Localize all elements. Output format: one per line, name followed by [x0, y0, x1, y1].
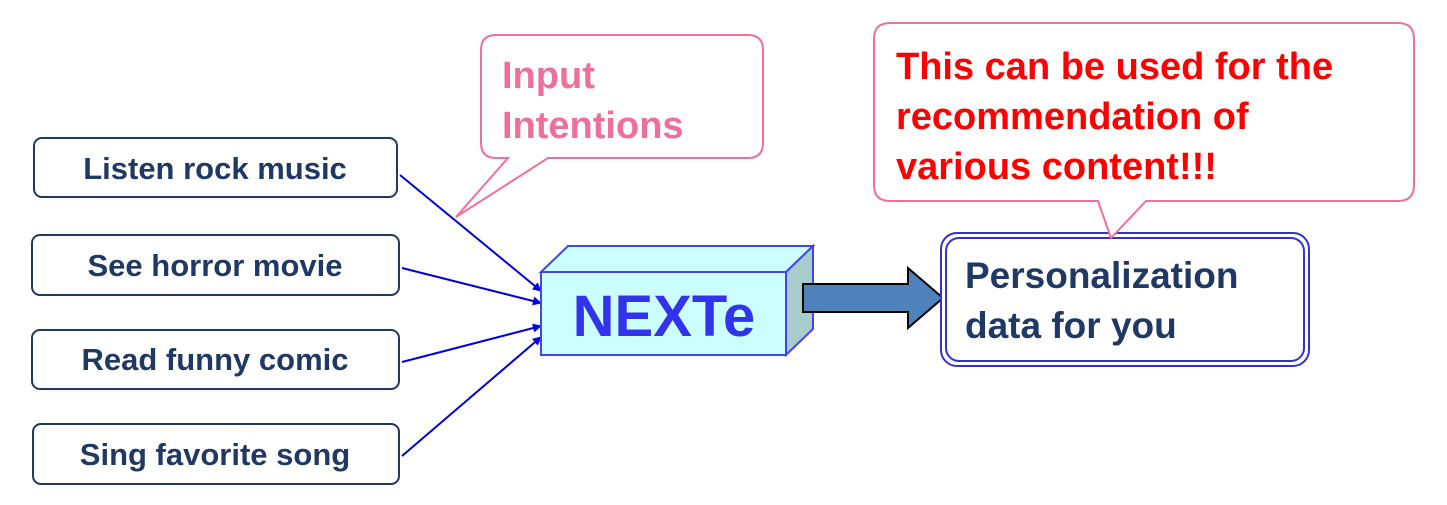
recommendation-callout: This can be used for the recommendation …	[873, 22, 1415, 240]
input-intentions-line-1: Input	[502, 55, 595, 97]
input-intentions-line-2: Intentions	[502, 105, 684, 147]
connector-4	[401, 336, 542, 457]
engine-top-face	[538, 245, 816, 273]
output-line-1: Personalization	[965, 255, 1238, 296]
input-box-1: Listen rock music	[33, 137, 398, 198]
connector-3	[401, 323, 542, 363]
input-box-4: Sing favorite song	[32, 423, 400, 485]
input-label-2: See horror movie	[88, 248, 343, 283]
input-label-4: Sing favorite song	[80, 437, 350, 472]
connector-2	[401, 267, 542, 306]
input-box-2: See horror movie	[31, 234, 400, 296]
input-label-1: Listen rock music	[83, 151, 347, 186]
connector-1	[399, 174, 542, 292]
recommendation-line-2: recommendation of	[896, 96, 1249, 138]
engine-front-face	[540, 271, 787, 356]
output-line-2: data for you	[965, 305, 1177, 346]
output-box: Personalization data for you	[940, 232, 1310, 367]
input-box-3: Read funny comic	[31, 329, 400, 390]
input-label-3: Read funny comic	[82, 342, 349, 377]
recommendation-line-1: This can be used for the	[896, 46, 1333, 88]
nexte-engine-block: NEXTe	[538, 243, 816, 358]
recommendation-line-3: various content!!!	[896, 146, 1217, 188]
block-arrow	[802, 265, 945, 331]
connectors	[399, 174, 542, 457]
engine-label: NEXTe	[573, 284, 756, 349]
input-intentions-callout: Input Intentions	[455, 34, 764, 218]
